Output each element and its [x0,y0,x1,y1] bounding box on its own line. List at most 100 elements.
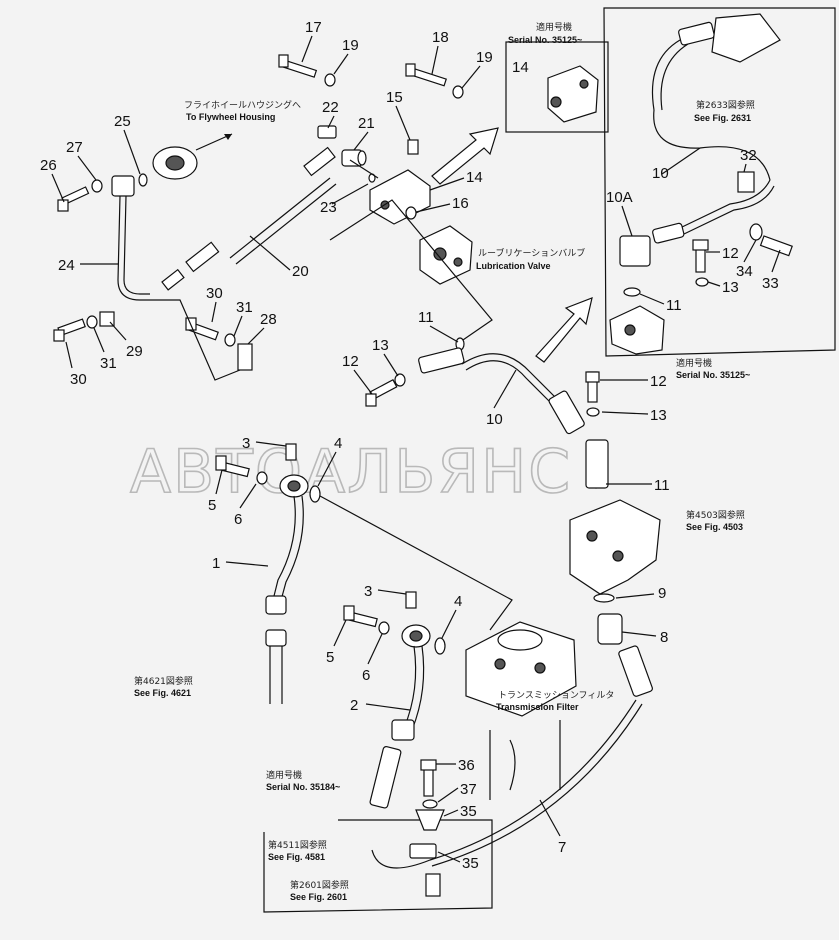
watermark: АВТОАЛЬЯНС [130,437,572,507]
pipe-1-nut [265,595,287,615]
flange-2 [401,624,431,648]
bolt-5a [215,455,250,478]
callout-34: 34 [736,263,753,280]
callout-6: 6 [362,667,370,684]
callout-31: 31 [236,299,253,316]
plug-3a [285,443,297,461]
serial-a-en: Serial No. 35125~ [508,35,582,45]
inset-washer-13c [695,277,709,287]
clip-35a [415,809,445,831]
inset-hose-upper [651,13,781,111]
elbow-8 [597,613,623,645]
serial-inset-box [505,41,609,133]
clip-35b [409,843,437,859]
block-14 [369,169,431,225]
serial-a-jp: 適用号機 [536,21,572,33]
fig4621-jp: 第4621図参照 [134,675,193,687]
oring-4a [309,485,321,503]
tfilter-en: Transmission Filter [496,702,579,712]
tfilter-jp: トランスミッションフィルタ [498,690,614,701]
callout-3: 3 [364,583,372,600]
callout-11: 11 [666,297,682,314]
oring-9 [593,593,615,603]
washer-13b [586,407,600,417]
tube-24 [117,195,150,301]
fitting-21 [341,149,367,167]
lower-inset-box [263,819,493,913]
washer-6a [256,471,268,485]
callout-24: 24 [58,257,75,274]
callout-28: 28 [260,311,277,328]
callout-5: 5 [326,649,334,666]
callout-labels: 17 19 18 19 22 15 21 25 26 27 23 14 16 2… [40,19,779,872]
washer-31a [86,315,98,329]
pipe-2 [403,645,417,729]
callout-12: 12 [342,353,359,370]
callout-12: 12 [650,373,667,390]
fig2601-jp: 第2601図参照 [290,879,349,891]
callout-19: 19 [476,49,493,66]
flywheel-note-en: To Flywheel Housing [186,112,275,122]
bolt-5b [343,605,378,628]
annotation-notes: フライホイールハウジングへ To Flywheel Housing 適用号機 S… [134,21,755,902]
inset-valve [609,305,665,355]
lube-note-jp: ルーブリケーションバルブ [478,247,585,259]
callout-31: 31 [100,355,117,372]
detail-inset-box [603,7,836,357]
oring-16 [405,206,417,220]
callout-18: 18 [432,29,449,46]
callout-11: 11 [418,309,434,326]
callout-19: 19 [342,37,359,54]
washer-19a [324,73,336,87]
serial-b-jp: 適用号機 [676,357,712,369]
callout-20: 20 [292,263,309,280]
hose-fitting-10-lower [548,390,585,435]
callout-33: 33 [762,275,779,292]
elbow-fitting [111,173,148,197]
inset-elbow-10A [619,222,685,267]
washer-19b [452,85,464,99]
callout-17: 17 [305,19,322,36]
callout-15: 15 [386,89,403,106]
callout-13: 13 [372,337,389,354]
bolt-12a [365,378,398,407]
fig4581-jp: 第4511図参照 [268,839,327,851]
washer-37 [422,799,438,809]
callout-30: 30 [206,285,223,302]
bolt-36 [420,759,437,797]
callout-10: 10 [652,165,669,182]
bolt-30a [53,318,86,342]
callout-8: 8 [660,629,668,646]
callout-29: 29 [126,343,143,360]
callout-25: 25 [114,113,131,130]
callout-26: 26 [40,157,57,174]
callout-10A: 10A [606,189,633,206]
leader-lines [51,35,781,863]
washer-27 [91,179,103,193]
inset-washer-34 [749,223,763,241]
oring-4b [434,637,446,655]
fig2631-en: See Fig. 2631 [694,113,751,123]
hose-fitting-lower [369,746,402,809]
callout-35: 35 [462,855,479,872]
inset-hose-10 [679,179,771,229]
flange-1 [279,474,309,498]
callout-32: 32 [740,147,757,164]
callout-3: 3 [242,435,250,452]
washer-6b [378,621,390,635]
lubrication-valve [419,225,473,285]
callout-22: 22 [322,99,339,116]
fitting-22 [317,125,337,139]
callout-7: 7 [558,839,566,856]
callout-12: 12 [722,245,739,262]
bracket-2601 [425,873,441,897]
pipe-20 [161,146,337,291]
serial-c-en: Serial No. 35184~ [266,782,340,792]
fig4503-jp: 第4503図参照 [686,509,745,521]
callout-35: 35 [460,803,477,820]
pipe-1 [271,495,296,605]
callout-1: 1 [212,555,220,572]
inset-fitting-32 [737,171,755,193]
inset-bolt-33 [759,235,793,257]
